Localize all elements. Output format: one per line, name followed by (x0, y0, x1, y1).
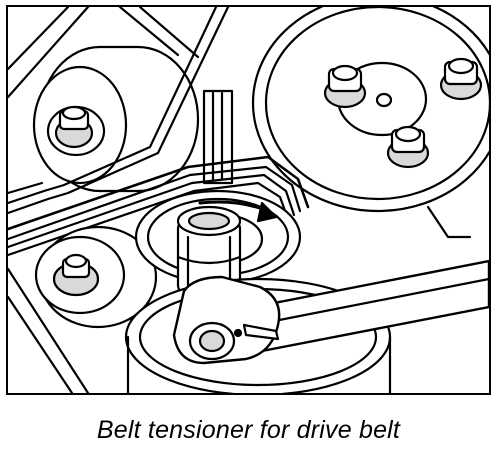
figure-caption: Belt tensioner for drive belt (96, 416, 401, 444)
pulley-bolt-left (323, 64, 367, 109)
figure-frame (6, 5, 491, 395)
rotation-arrow (198, 200, 278, 223)
lower-left-pulley (34, 225, 158, 329)
ratchet-wrench (172, 259, 489, 365)
pulley-bolt-bottom (386, 125, 430, 169)
belt-tensioner-illustration (8, 7, 489, 393)
pulley-bolt-right (439, 57, 483, 101)
tensioner-shaft (202, 89, 234, 185)
drive-belt (8, 7, 310, 257)
engine-frame-lines (8, 7, 472, 393)
socket (176, 205, 242, 297)
large-pulley (251, 7, 489, 213)
